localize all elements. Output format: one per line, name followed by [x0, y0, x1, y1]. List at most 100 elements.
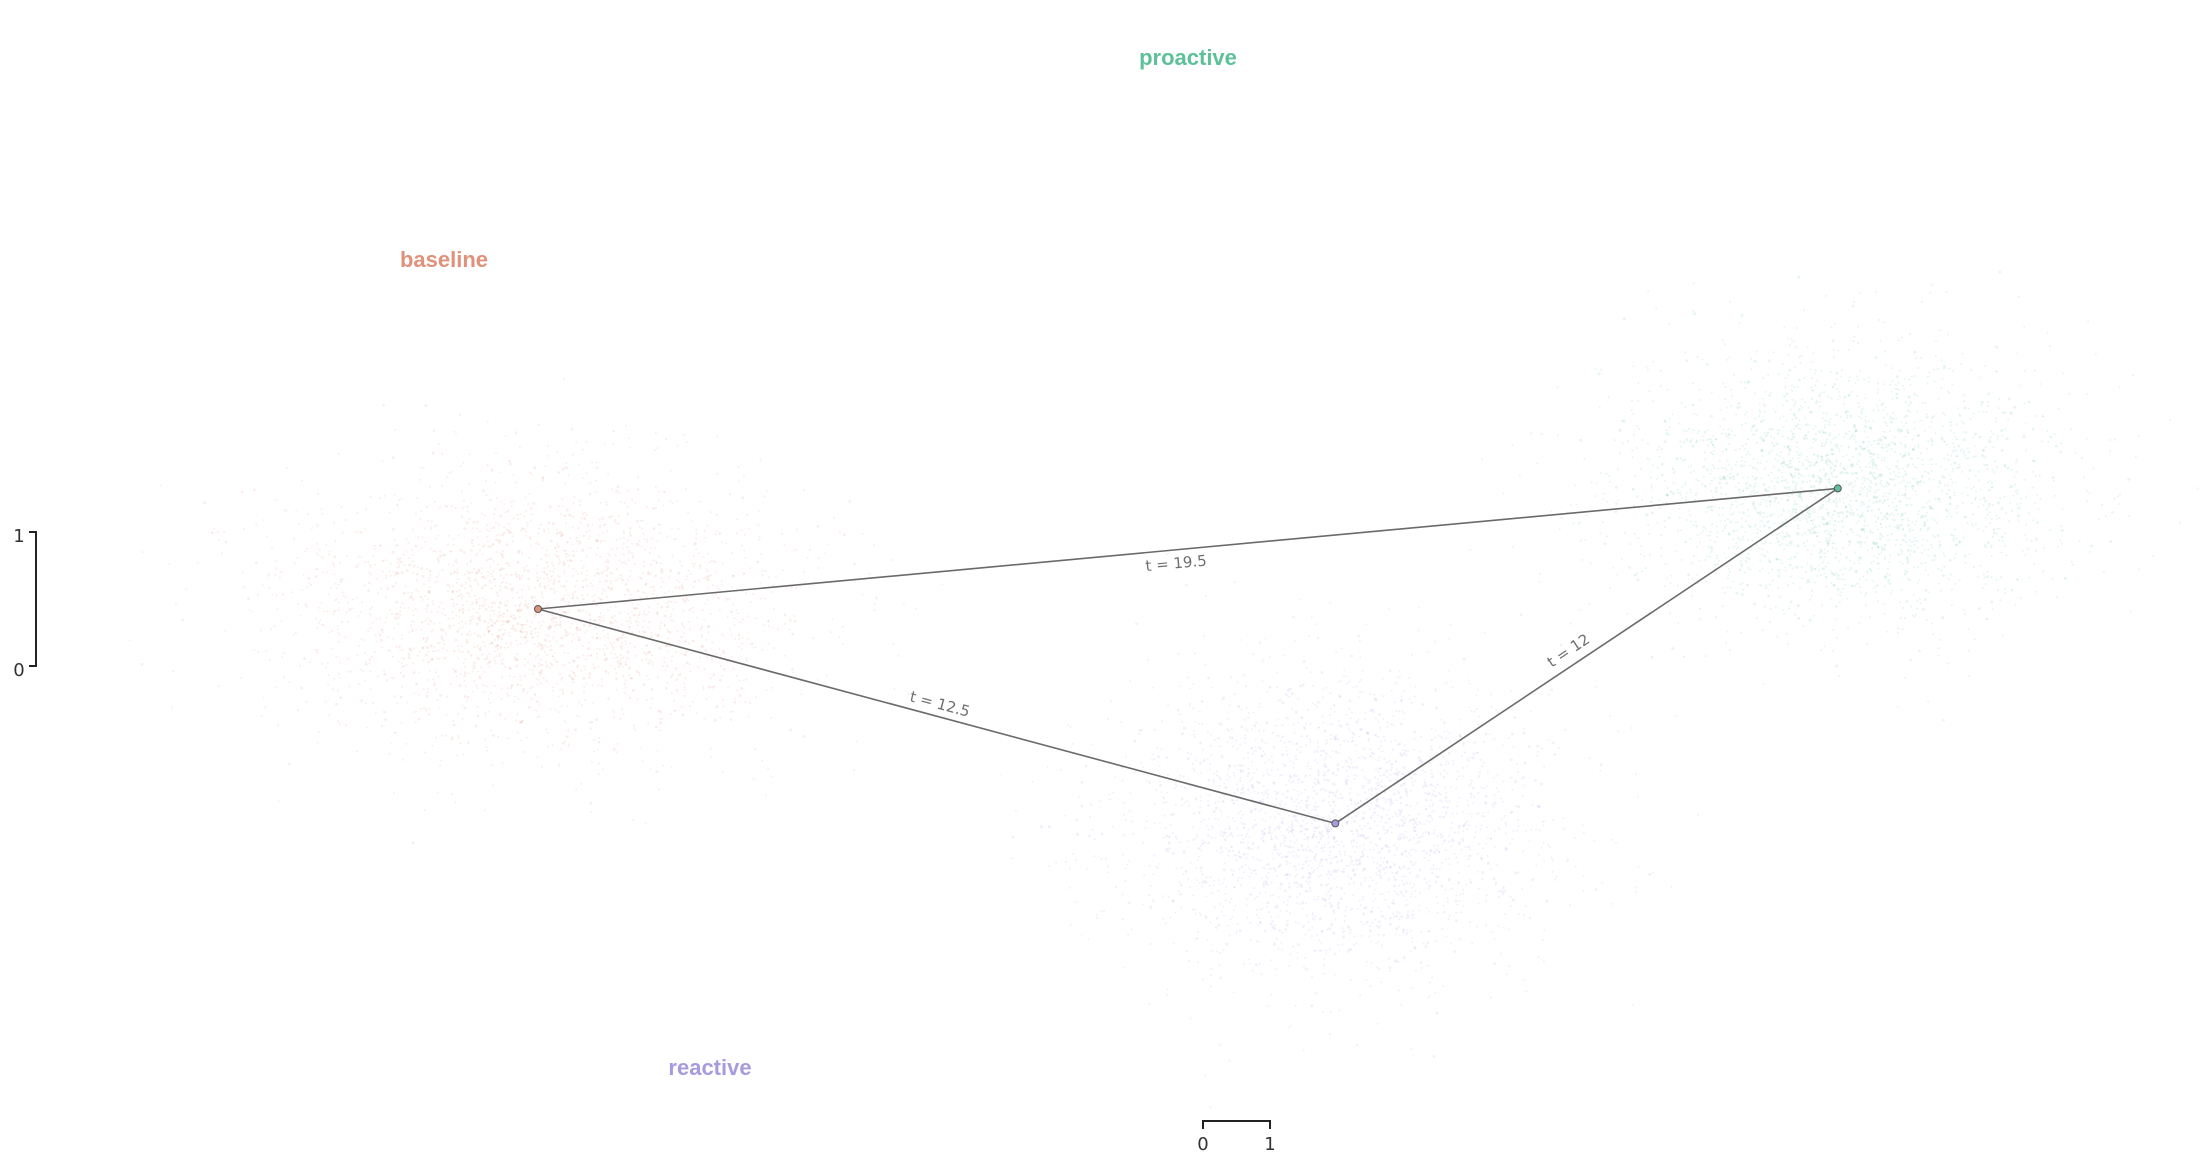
- proactive-point: [1894, 443, 1897, 446]
- baseline-point: [732, 667, 735, 670]
- baseline-point: [493, 657, 495, 660]
- baseline-point: [497, 523, 500, 526]
- baseline-point: [463, 665, 466, 668]
- proactive-point: [1948, 496, 1952, 500]
- proactive-point: [1785, 464, 1789, 467]
- baseline-point: [676, 678, 679, 681]
- baseline-point: [670, 527, 673, 530]
- baseline-point: [494, 508, 497, 511]
- baseline-point: [471, 601, 474, 604]
- baseline-point: [743, 549, 746, 552]
- proactive-point: [2117, 495, 2120, 498]
- baseline-point: [369, 496, 372, 498]
- proactive-point: [1693, 413, 1696, 416]
- baseline-point: [588, 492, 592, 496]
- proactive-point: [1663, 440, 1667, 443]
- proactive-point: [1850, 464, 1853, 467]
- proactive-point: [2009, 486, 2012, 489]
- baseline-point: [601, 588, 604, 591]
- baseline-point: [502, 581, 505, 584]
- baseline-point: [435, 688, 438, 691]
- baseline-point: [322, 623, 325, 626]
- proactive-point: [1839, 492, 1841, 495]
- baseline-point: [656, 634, 659, 638]
- proactive-point: [1713, 505, 1716, 508]
- baseline-point: [464, 671, 467, 675]
- baseline-point: [433, 500, 436, 503]
- baseline-point: [627, 657, 630, 660]
- baseline-point: [582, 586, 585, 589]
- baseline-point: [508, 531, 511, 535]
- baseline-point: [280, 619, 283, 622]
- proactive-point: [1940, 589, 1943, 592]
- baseline-point: [517, 610, 519, 612]
- proactive-point: [1791, 438, 1794, 441]
- proactive-point: [1769, 560, 1772, 563]
- baseline-point: [589, 619, 592, 622]
- proactive-point: [2092, 467, 2095, 470]
- baseline-point: [692, 640, 695, 643]
- proactive-point: [1923, 429, 1926, 432]
- baseline-point: [469, 615, 472, 618]
- proactive-point: [2024, 533, 2027, 536]
- baseline-point: [481, 553, 484, 555]
- proactive-point: [1863, 479, 1866, 482]
- baseline-point: [631, 556, 634, 559]
- baseline-point: [740, 529, 743, 532]
- baseline-point: [630, 676, 634, 680]
- proactive-point: [1809, 479, 1812, 482]
- proactive-point: [1942, 552, 1945, 555]
- proactive-point: [1899, 453, 1902, 456]
- proactive-point: [1835, 572, 1838, 575]
- baseline-point: [432, 600, 435, 603]
- baseline-point: [626, 588, 629, 592]
- proactive-point: [1937, 647, 1940, 650]
- baseline-point: [589, 535, 592, 538]
- baseline-point: [335, 598, 338, 601]
- baseline-point: [595, 656, 598, 659]
- baseline-point: [501, 662, 504, 665]
- proactive-point: [1816, 454, 1819, 457]
- baseline-point: [683, 600, 686, 603]
- proactive-point: [1758, 402, 1761, 405]
- proactive-point: [1778, 596, 1781, 599]
- proactive-point: [1760, 420, 1763, 424]
- proactive-point: [1732, 580, 1735, 583]
- proactive-point: [1759, 501, 1762, 504]
- baseline-point: [423, 527, 426, 530]
- baseline-point: [394, 616, 397, 620]
- baseline-point: [477, 617, 481, 620]
- baseline-point: [508, 564, 511, 567]
- proactive-point: [1879, 532, 1883, 536]
- proactive-point: [1805, 505, 1808, 508]
- baseline-point: [544, 661, 547, 663]
- proactive-point: [1809, 411, 1813, 414]
- baseline-point: [280, 571, 282, 574]
- proactive-point: [1728, 533, 1731, 536]
- baseline-point: [692, 610, 695, 613]
- baseline-point: [316, 525, 319, 528]
- proactive-point: [1646, 457, 1649, 460]
- baseline-point: [542, 620, 545, 623]
- proactive-point: [1793, 386, 1796, 389]
- baseline-point: [516, 591, 518, 594]
- proactive-point: [1806, 511, 1808, 514]
- baseline-point: [293, 562, 296, 565]
- proactive-point: [1742, 502, 1745, 505]
- baseline-point: [467, 576, 470, 580]
- proactive-point: [1763, 605, 1766, 608]
- proactive-point: [1780, 522, 1783, 525]
- baseline-point: [306, 605, 308, 608]
- baseline-point: [788, 618, 792, 622]
- proactive-point: [1858, 578, 1861, 581]
- proactive-point: [1696, 440, 1698, 443]
- proactive-point: [1943, 555, 1946, 557]
- baseline-point: [606, 658, 609, 660]
- baseline-point: [746, 637, 749, 640]
- baseline-point: [647, 626, 650, 629]
- baseline-point: [677, 527, 680, 530]
- proactive-point: [1518, 474, 1521, 477]
- baseline-point: [519, 630, 522, 633]
- proactive-point: [1997, 407, 2000, 410]
- baseline-point: [551, 574, 553, 577]
